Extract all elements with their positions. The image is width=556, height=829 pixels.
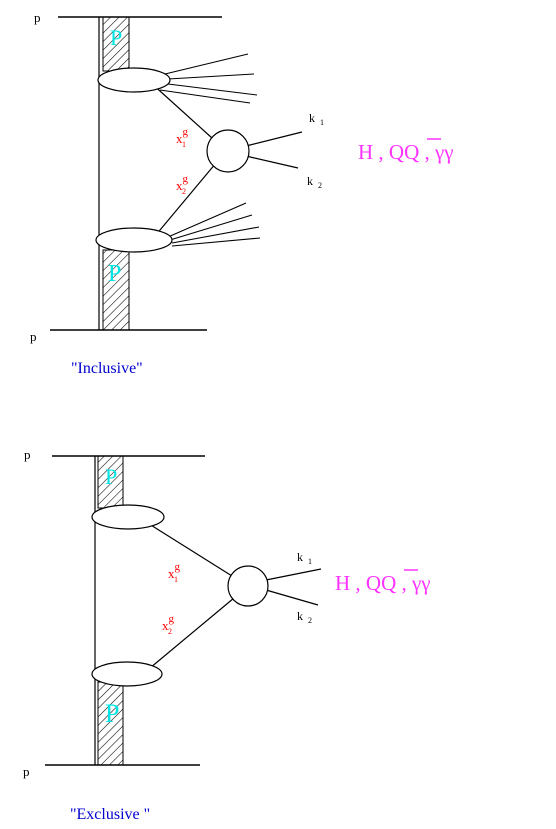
remnant-jets-top — [159, 53, 258, 104]
gluon-line-1 — [145, 521, 233, 577]
k1-line — [265, 568, 322, 581]
proton-vertex-top — [91, 504, 165, 530]
inclusive-caption: "Inclusive" — [71, 360, 143, 377]
proton-label-top: p — [34, 10, 41, 25]
remnant-jets-bottom — [167, 202, 261, 247]
pomeron-band-bottom — [97, 681, 124, 766]
pomeron-band-top — [102, 16, 130, 72]
k2-line — [265, 589, 319, 606]
final-state-label: H , QQ , γγ — [335, 571, 431, 595]
hard-vertex-blob — [227, 565, 269, 607]
pomeron-label-top: P — [105, 464, 117, 489]
k2-line — [245, 155, 299, 169]
proton-label-bottom: p — [23, 764, 30, 779]
proton-vertex-top — [97, 67, 171, 93]
pomeron-label-bottom: P — [105, 699, 119, 728]
proton-vertex-bottom — [95, 227, 173, 253]
gluon-line-1 — [149, 81, 213, 139]
pomeron-band-top — [97, 455, 124, 509]
exclusive-caption: "Exclusive " — [70, 806, 150, 823]
proton-label-top: p — [24, 447, 31, 462]
k1-line — [245, 131, 303, 147]
pomeron-label-top: P — [110, 25, 122, 50]
proton-label-bottom: p — [30, 329, 37, 344]
hard-vertex-blob — [206, 129, 250, 173]
final-state-label: H , QQ , γγ — [358, 140, 454, 164]
pomeron-label-bottom: P — [108, 261, 121, 287]
gluon-line-2 — [154, 162, 217, 237]
proton-vertex-bottom — [91, 661, 163, 687]
gluon-line-2 — [149, 597, 235, 669]
